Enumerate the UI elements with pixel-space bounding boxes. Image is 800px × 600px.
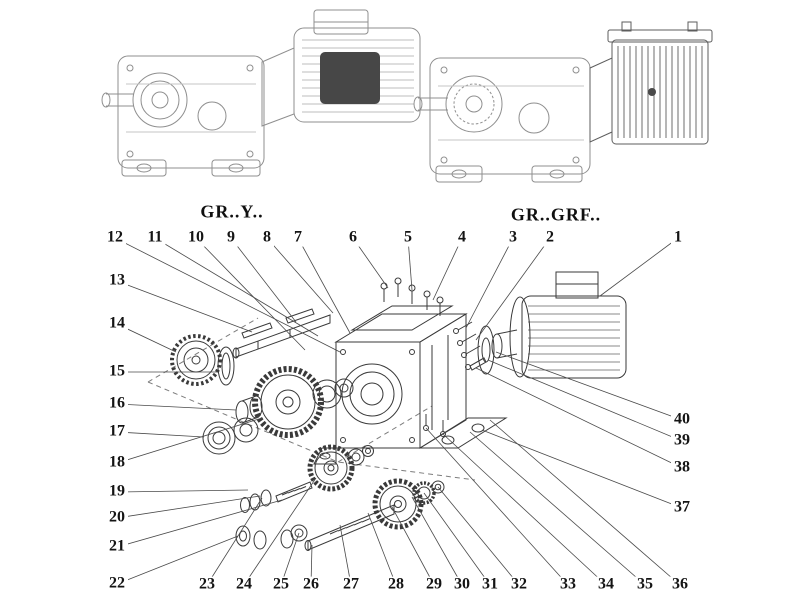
leader-line-28 [367, 512, 397, 586]
leader-line-25 [280, 532, 300, 586]
leader-line-31 [423, 492, 491, 586]
bearing-ring [170, 334, 222, 386]
output-gear [372, 478, 445, 530]
leader-line-34 [442, 433, 607, 586]
assembled-view-gr-grf [413, 21, 713, 183]
leader-line-32 [437, 486, 520, 586]
input-key [469, 357, 487, 371]
washers-bottom-left [235, 525, 267, 550]
leader-line-1 [599, 237, 679, 297]
leader-lines [114, 237, 683, 586]
leader-line-29 [391, 506, 435, 586]
leader-line-4 [432, 237, 463, 301]
leader-line-7 [297, 237, 351, 334]
leader-line-35 [469, 431, 646, 586]
motor-flange-parts [453, 321, 495, 375]
leader-line-19 [116, 489, 249, 493]
cover-bolts [380, 277, 444, 316]
leader-line-33 [425, 427, 569, 586]
leader-line-5 [407, 237, 413, 291]
leader-line-39 [487, 359, 683, 442]
leader-line-2 [475, 237, 551, 341]
leader-line-8 [266, 237, 334, 314]
leader-line-27 [339, 524, 352, 586]
leader-line-21 [116, 499, 283, 548]
base-screws [423, 414, 446, 437]
motor-core [320, 52, 380, 104]
leader-line-3 [465, 237, 514, 329]
leader-line-23 [206, 497, 263, 586]
pinion-shaft [240, 481, 313, 513]
compact-motor [589, 21, 713, 145]
motor [491, 271, 627, 379]
leader-line-26 [310, 544, 313, 586]
leader-line-22 [116, 535, 239, 585]
variant-label-gr-grf: GR..GRF.. [510, 204, 602, 225]
leader-line-11 [154, 237, 319, 337]
leader-line-13 [116, 280, 253, 333]
leader-line-14 [116, 323, 177, 353]
leader-line-16 [116, 403, 237, 411]
leader-line-18 [116, 417, 263, 464]
leader-line-6 [352, 237, 389, 289]
leader-line-40 [495, 351, 683, 421]
leader-line-10 [195, 237, 306, 351]
bearing-mid [312, 378, 354, 409]
leader-line-12 [114, 237, 341, 353]
intermediate-gear [307, 444, 374, 492]
input-shaft-assembly [232, 308, 331, 359]
gear-housing [313, 305, 508, 465]
output-shaft-assembly [280, 504, 395, 551]
assembled-view-gr-y [101, 9, 421, 177]
bearing-left [202, 417, 259, 455]
variant-label-gr-y: GR..Y.. [200, 201, 264, 222]
seal-ring [217, 346, 235, 386]
leader-line-38 [475, 367, 683, 469]
leader-line-17 [116, 431, 205, 438]
leader-line-30 [411, 496, 463, 586]
exploded-view [147, 271, 627, 551]
leader-line-37 [481, 429, 683, 509]
leader-line-20 [116, 495, 261, 519]
leader-line-36 [489, 419, 681, 586]
leader-line-9 [230, 237, 297, 323]
leader-line-24 [243, 477, 317, 586]
large-gear [252, 366, 324, 438]
